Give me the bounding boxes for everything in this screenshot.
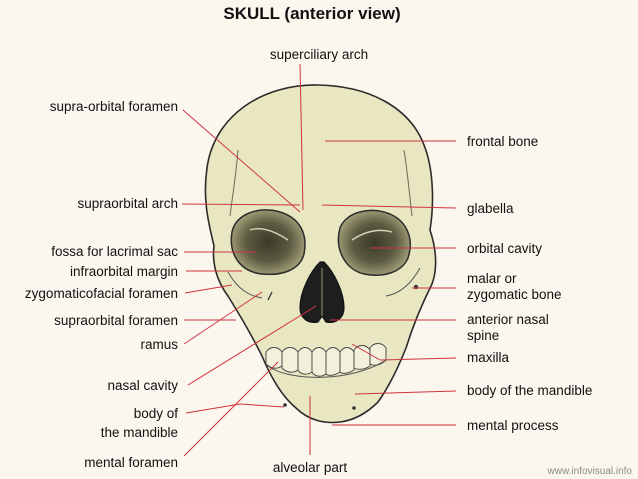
skull-outline <box>204 84 437 424</box>
mental-foramen-left-mark <box>283 403 287 407</box>
label-fossa-lacrimal-sac: fossa for lacrimal sac <box>51 244 178 259</box>
supraorbital-notch-left <box>267 291 273 301</box>
label-malar-line1: malar or <box>467 271 517 286</box>
orbits <box>230 209 411 276</box>
leader-lines <box>181 63 457 457</box>
mental-foramen-right-mark <box>352 406 356 410</box>
temporal-line-right <box>403 149 413 217</box>
label-nasal-cavity: nasal cavity <box>107 378 178 393</box>
label-anterior-nasal-spine-line1: anterior nasal <box>467 312 549 327</box>
label-infraorbital-margin: infraorbital margin <box>70 264 178 279</box>
right-orbit <box>337 209 411 276</box>
label-glabella: glabella <box>467 201 514 216</box>
label-body-of-line1: body of <box>134 406 179 421</box>
cranium-shape <box>204 84 437 424</box>
jaw-line <box>267 359 387 378</box>
label-mental-foramen: mental foramen <box>84 455 178 470</box>
cheek-contour-right <box>385 267 421 297</box>
label-body-of-the-mandible-right: body of the mandible <box>467 383 592 398</box>
watermark-text: www.infovisual.info <box>547 466 633 477</box>
left-orbit-fissure <box>249 228 289 241</box>
left-orbit <box>230 209 306 276</box>
label-supraorbital-arch: supraorbital arch <box>77 196 178 211</box>
label-supraorbital-foramen: supraorbital foramen <box>54 313 178 328</box>
labels: superciliary arch supra-orbital foramen … <box>25 47 592 475</box>
cheek-contour-left <box>227 271 263 299</box>
label-orbital-cavity: orbital cavity <box>467 241 542 256</box>
label-frontal-bone: frontal bone <box>467 134 538 149</box>
label-maxilla: maxilla <box>467 350 510 365</box>
zygomatic-foramen-mark <box>413 284 419 290</box>
label-mental-process: mental process <box>467 418 559 433</box>
label-body-of-line2: the mandible <box>101 425 178 440</box>
label-anterior-nasal-spine-line2: spine <box>467 328 499 343</box>
label-zygomaticofacial-foramen: zygomaticofacial foramen <box>25 286 178 301</box>
label-superciliary-arch: superciliary arch <box>270 47 368 62</box>
label-ramus: ramus <box>140 337 178 352</box>
label-malar-line2: zygomatic bone <box>467 287 562 302</box>
right-orbit-fissure <box>351 229 393 241</box>
diagram-title: SKULL (anterior view) <box>223 4 400 23</box>
label-alveolar-part: alveolar part <box>273 460 348 475</box>
label-supra-orbital-foramen: supra-orbital foramen <box>50 99 178 114</box>
